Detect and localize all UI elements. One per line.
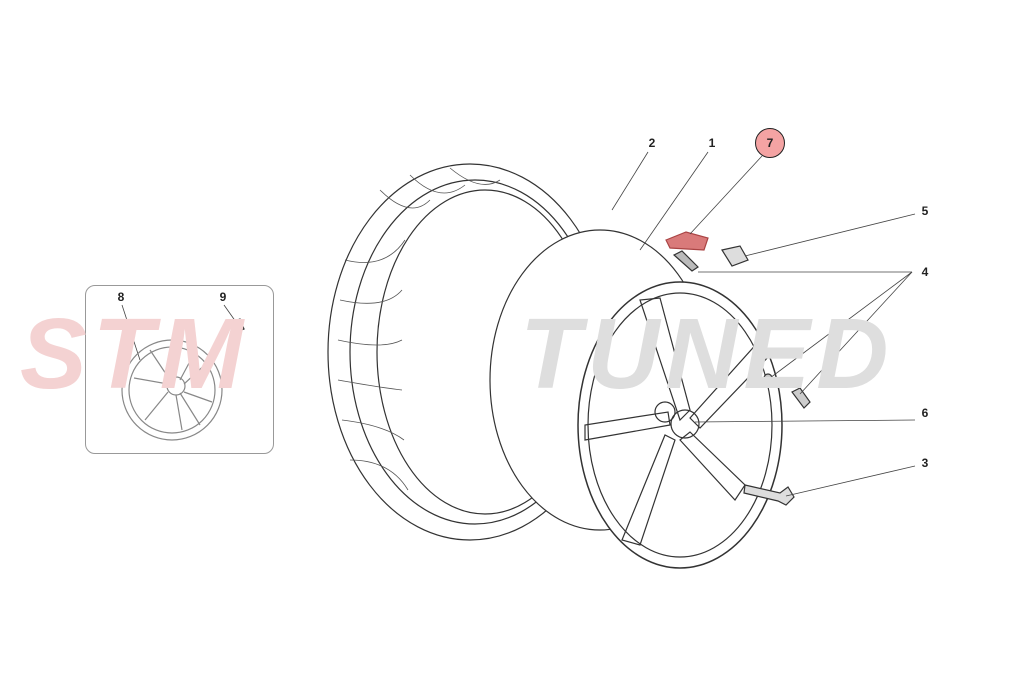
callout-5[interactable]: 5 [921,204,929,218]
inset-wheel[interactable] [121,339,223,441]
callout-7-highlighted[interactable]: 7 [755,128,785,158]
valve-part[interactable] [721,245,749,267]
callout-6[interactable]: 6 [921,406,929,420]
rim[interactable] [489,229,783,569]
valve-stem-part[interactable] [672,250,699,272]
callout-2[interactable]: 2 [648,136,656,150]
wheel-bolt-part[interactable] [743,484,795,506]
inset-box [85,285,274,454]
nut-part[interactable] [763,373,773,383]
cap-part[interactable] [791,387,811,409]
callout-9[interactable]: 9 [219,290,227,304]
callout-8[interactable]: 8 [117,290,125,304]
inset-bolt-part[interactable] [231,318,245,333]
callout-1[interactable]: 1 [708,136,716,150]
hub-badge[interactable] [670,409,700,439]
callout-4[interactable]: 4 [921,265,929,279]
callout-3[interactable]: 3 [921,456,929,470]
tpms-sensor-part[interactable] [665,231,709,251]
